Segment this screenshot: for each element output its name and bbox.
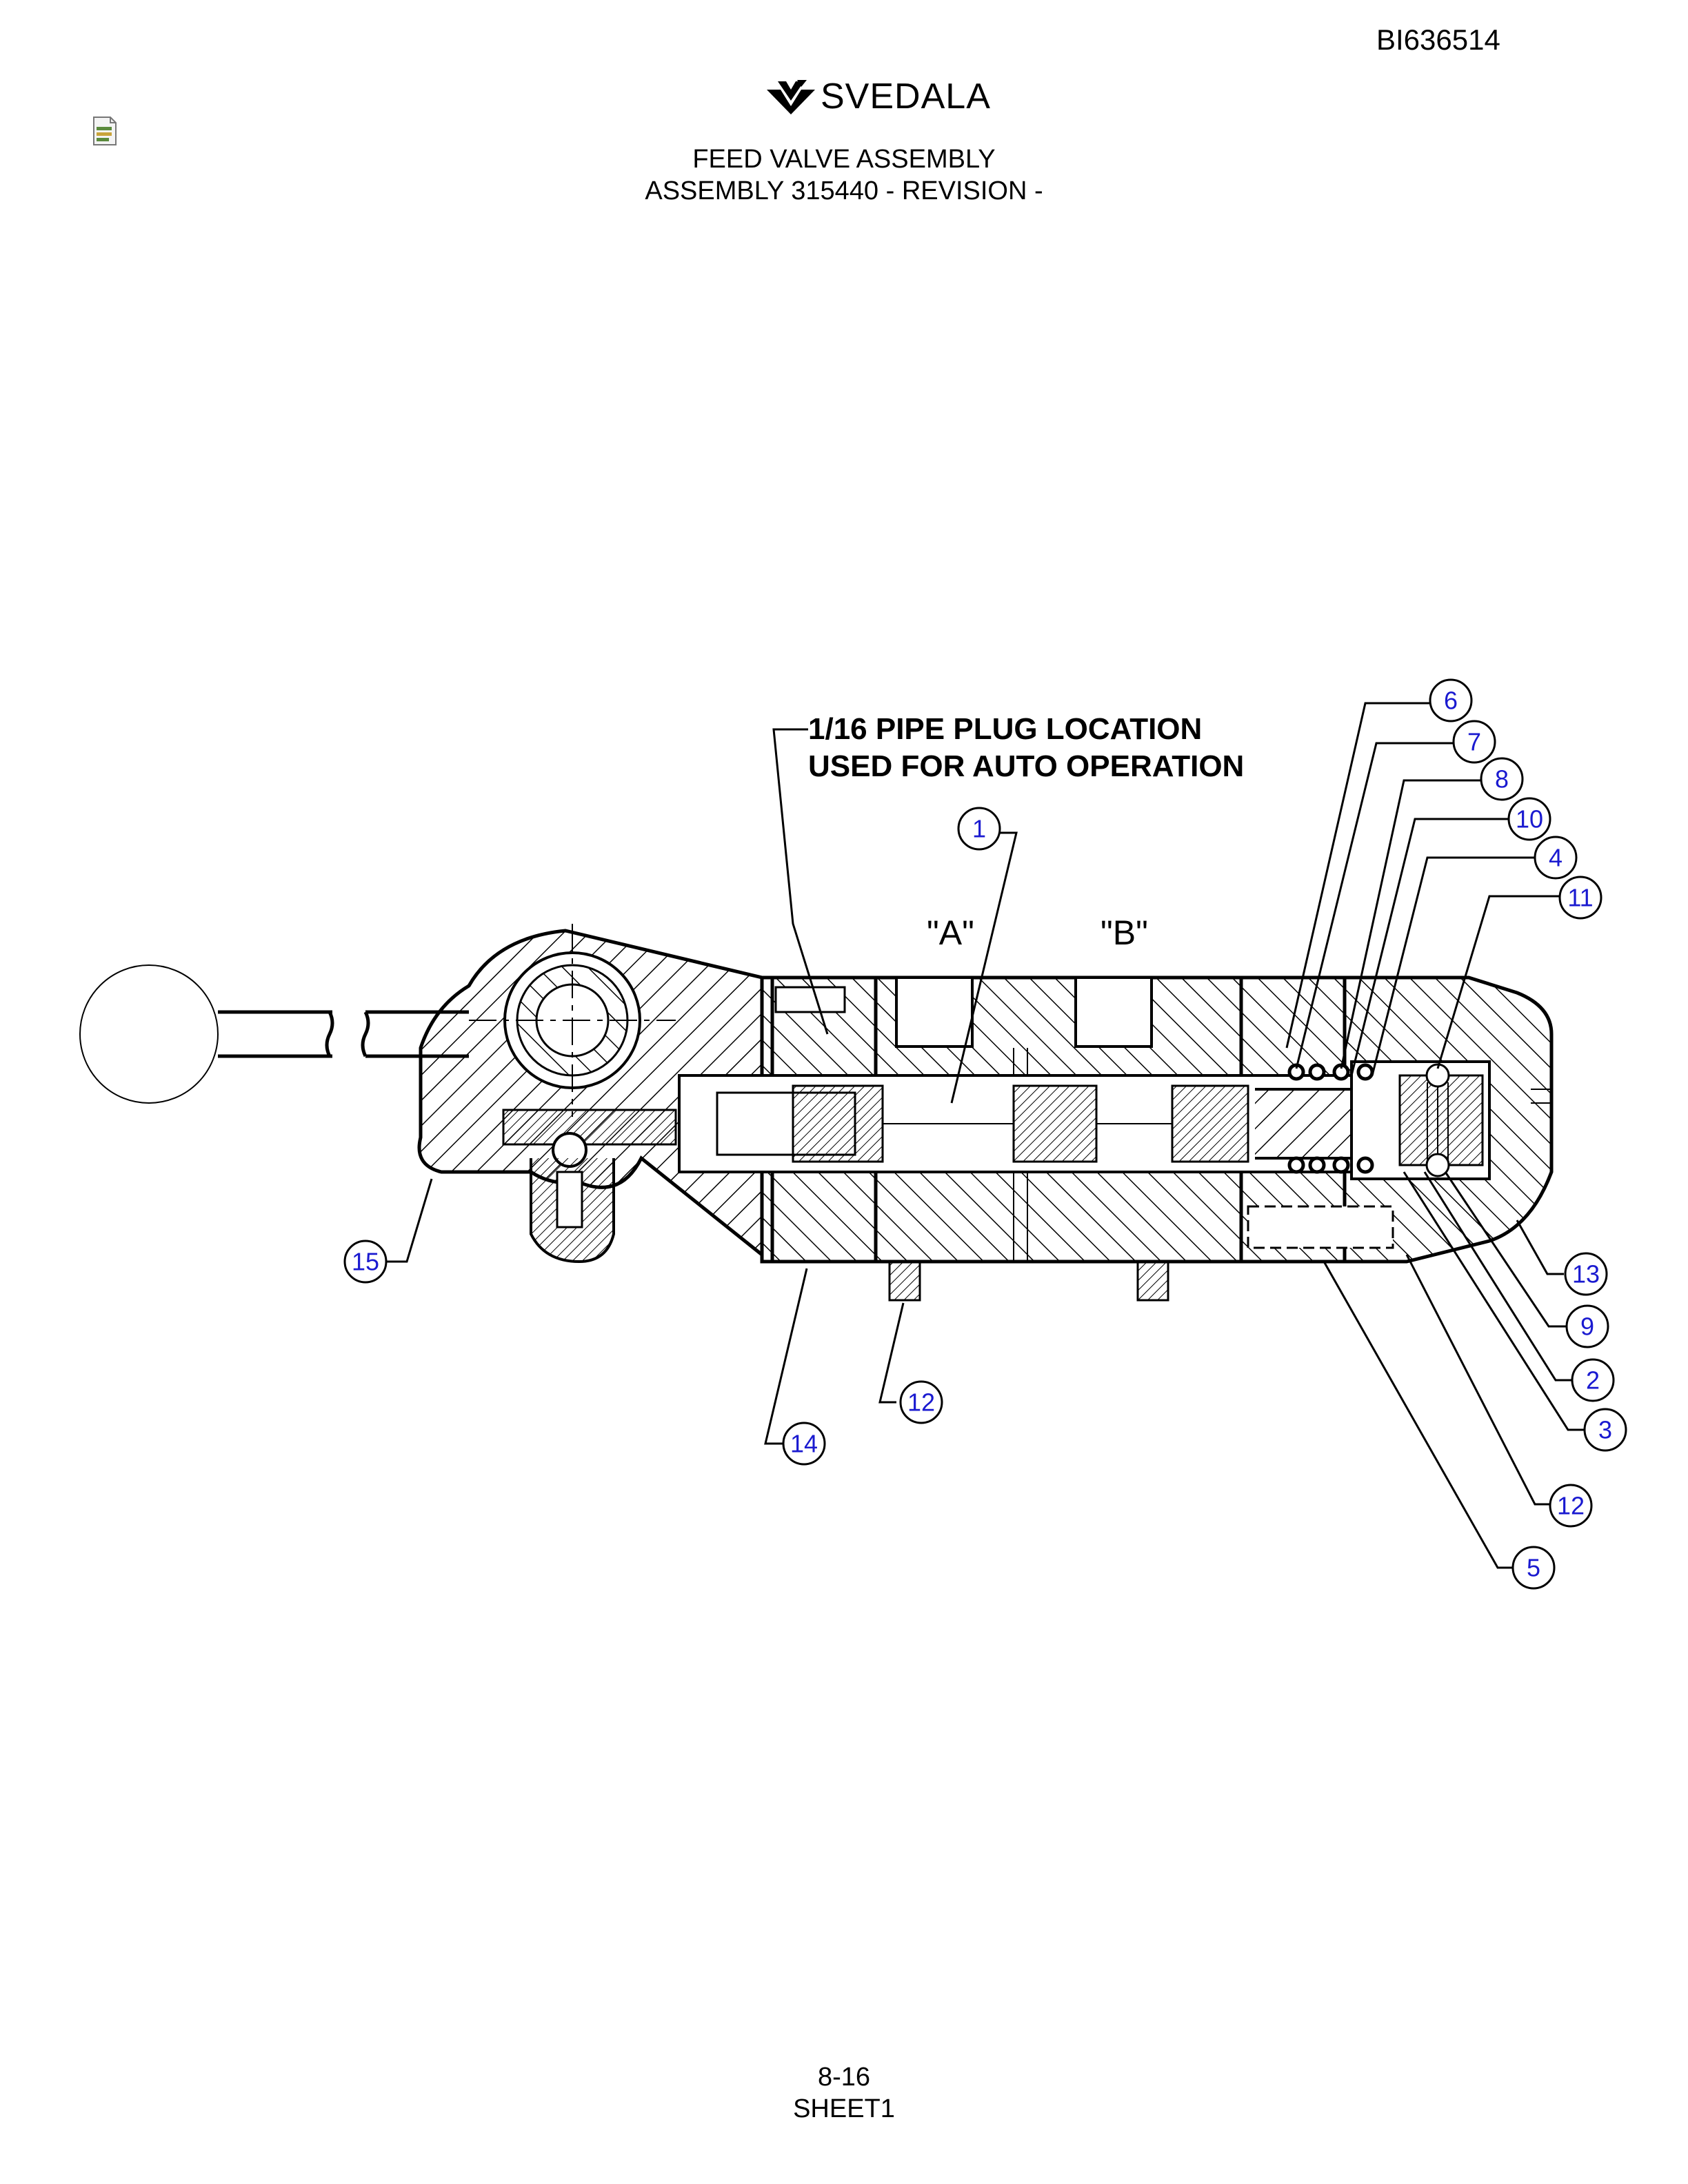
svedala-logo-mark-icon <box>767 80 815 114</box>
handle-knob <box>79 964 469 1104</box>
balloon-2: 2 <box>1571 1358 1615 1402</box>
svg-text:12: 12 <box>907 1388 935 1417</box>
drawing-title: FEED VALVE ASSEMBLY ASSEMBLY 315440 - RE… <box>0 143 1688 207</box>
port-b-label: "B" <box>1101 913 1148 952</box>
title-line-2: ASSEMBLY 315440 - REVISION - <box>645 176 1043 205</box>
page-footer: 8-16 SHEET1 <box>0 2061 1688 2125</box>
gear-housing <box>417 924 764 1264</box>
svg-text:3: 3 <box>1598 1416 1612 1444</box>
balloon-5: 5 <box>1511 1546 1556 1590</box>
valve-body <box>678 975 1554 1302</box>
port-a-label: "A" <box>927 913 974 952</box>
balloon-1: 1 <box>957 807 1001 851</box>
balloon-15: 15 <box>343 1240 388 1284</box>
svg-text:5: 5 <box>1527 1554 1540 1582</box>
balloon-8: 8 <box>1480 757 1524 801</box>
balloon-14: 14 <box>782 1422 826 1466</box>
svg-text:1: 1 <box>972 815 986 843</box>
svg-text:10: 10 <box>1516 805 1543 833</box>
balloon-6: 6 <box>1429 678 1473 722</box>
balloon-12-left: 12 <box>899 1380 943 1424</box>
document-id: BI636514 <box>1376 23 1500 56</box>
svg-text:12: 12 <box>1557 1492 1585 1520</box>
balloon-7: 7 <box>1452 720 1496 764</box>
balloon-4: 4 <box>1534 836 1578 880</box>
balloon-13: 13 <box>1564 1252 1608 1296</box>
svg-text:2: 2 <box>1586 1366 1600 1395</box>
svg-text:15: 15 <box>352 1248 379 1276</box>
svg-text:6: 6 <box>1444 687 1458 715</box>
svg-text:8: 8 <box>1495 765 1509 793</box>
sheet-label: SHEET1 <box>793 2094 895 2123</box>
svedala-logo: SVEDALA <box>765 76 991 117</box>
svg-text:7: 7 <box>1467 728 1481 756</box>
document-icon[interactable] <box>91 116 119 146</box>
page-number: 8-16 <box>817 2063 871 2092</box>
note-line-1: 1/16 PIPE PLUG LOCATION <box>808 712 1202 746</box>
note-line-2: USED FOR AUTO OPERATION <box>808 749 1244 783</box>
o-rings <box>1287 1063 1374 1174</box>
svg-text:14: 14 <box>790 1430 818 1458</box>
leader-lines <box>383 702 1586 1569</box>
svg-text:11: 11 <box>1567 884 1593 912</box>
brand-name: SVEDALA <box>821 77 991 117</box>
svg-text:4: 4 <box>1549 844 1563 872</box>
svg-text:9: 9 <box>1580 1313 1594 1341</box>
balloon-12-right: 12 <box>1549 1484 1593 1528</box>
balloon-3: 3 <box>1583 1408 1627 1452</box>
title-line-1: FEED VALVE ASSEMBLY <box>692 145 996 174</box>
balloon-11: 11 <box>1558 876 1602 920</box>
balloon-10: 10 <box>1507 797 1551 841</box>
svg-text:13: 13 <box>1572 1260 1600 1288</box>
balloon-9: 9 <box>1565 1304 1609 1348</box>
